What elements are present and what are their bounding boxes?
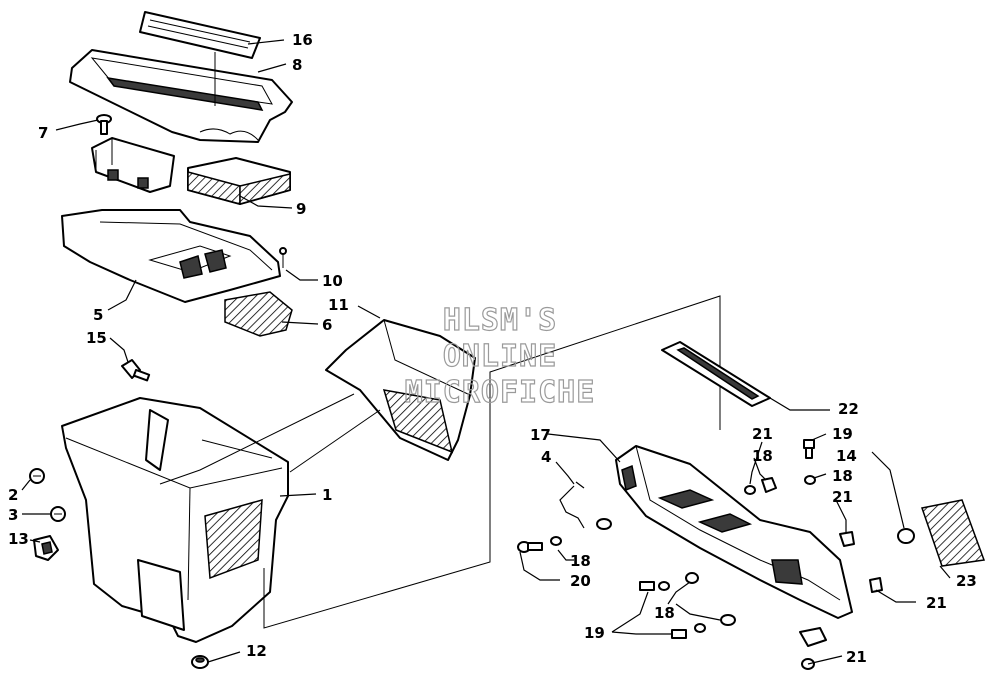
callout-19-b: 19: [584, 624, 605, 642]
callout-21-c: 21: [926, 594, 947, 612]
foam-filter-part-9: [187, 157, 291, 205]
assembly-lines: [159, 295, 721, 629]
screw-part-7: [96, 114, 112, 135]
callout-9: 9: [296, 200, 306, 218]
callout-14: 14: [836, 447, 857, 465]
callout-13: 13: [8, 530, 29, 548]
airbox-tray-part-5: [61, 209, 281, 303]
callout-11: 11: [328, 296, 349, 314]
watermark-line-3: MICROFICHE: [405, 375, 596, 410]
watermark: HLSM'S ONLINE MICROFICHE: [404, 302, 596, 410]
callout-10: 10: [322, 272, 343, 290]
callout-20: 20: [570, 572, 591, 590]
callout-16: 16: [292, 31, 313, 49]
callout-7: 7: [38, 124, 48, 142]
gasket-part-22: [661, 341, 771, 407]
filter-element-part-23: [921, 499, 986, 567]
watermark-line-2: ONLINE: [443, 339, 557, 374]
callout-3: 3: [8, 506, 18, 524]
callout-18-c: 18: [570, 552, 591, 570]
callout-19-a: 19: [832, 425, 853, 443]
callout-1: 1: [322, 486, 332, 504]
linkage-rod-part-4: [559, 481, 585, 529]
callout-21-d: 21: [846, 648, 867, 666]
callout-15: 15: [86, 329, 107, 347]
callout-21-b: 21: [832, 488, 853, 506]
callout-12: 12: [246, 642, 267, 660]
clip-part-13: [33, 535, 59, 561]
filter-screen-part-16: [139, 11, 261, 106]
callout-18-a: 18: [752, 447, 773, 465]
callout-8: 8: [292, 56, 302, 74]
airbox-housing-part-1: [61, 397, 289, 643]
callout-18-b: 18: [832, 467, 853, 485]
callout-labels: 16 8 7 9 10 5 6 11 15 1 2 3 13 12 22 17 …: [8, 31, 977, 666]
watermark-line-1: HLSM'S: [443, 303, 557, 338]
callout-4: 4: [541, 448, 551, 466]
foam-pad-part-6: [224, 291, 293, 337]
bolt-part-15: [121, 359, 151, 382]
callout-23: 23: [956, 572, 977, 590]
grommet-part-12: [191, 655, 209, 669]
airbox-cover-part-8: [69, 49, 293, 143]
callout-18-d: 18: [654, 604, 675, 622]
screw-part-3: [50, 506, 66, 522]
leader-lines: [21, 39, 951, 665]
callout-22: 22: [838, 400, 859, 418]
callout-2: 2: [8, 486, 18, 504]
callout-5: 5: [93, 306, 103, 324]
callout-21-a: 21: [752, 425, 773, 443]
callout-17: 17: [530, 426, 551, 444]
callout-6: 6: [322, 316, 332, 334]
intake-boot-part-11: [325, 319, 476, 461]
pin-part-10: [279, 247, 287, 268]
control-module: [91, 137, 175, 193]
intake-silencer-part-17: [615, 445, 853, 619]
fastener-set: [517, 439, 915, 670]
screw-part-2: [29, 468, 45, 484]
